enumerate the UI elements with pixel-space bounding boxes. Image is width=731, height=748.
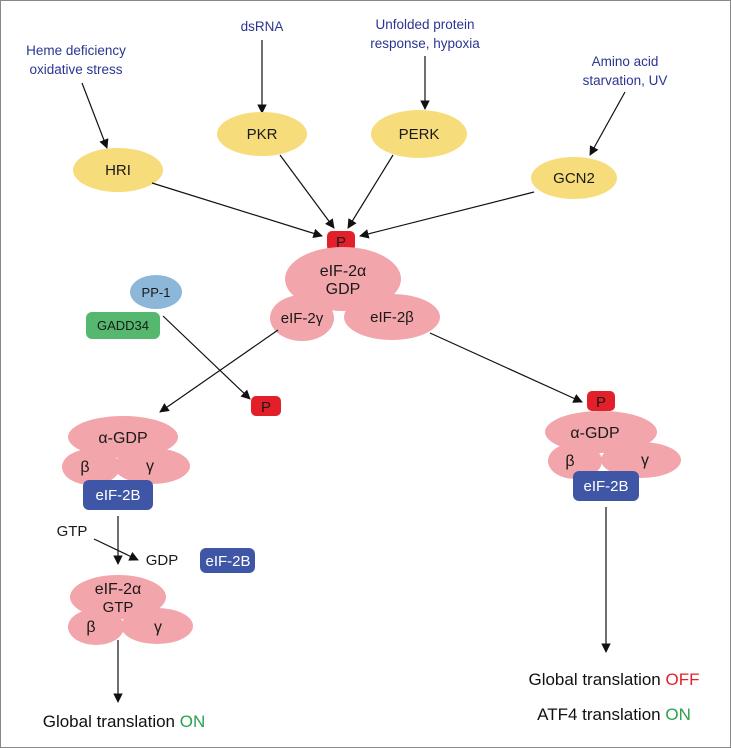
arrow-stimulus-to-gcn2 <box>589 91 626 156</box>
free-eif2b-label: eIF-2B <box>205 553 250 570</box>
phospho-central-label: P <box>336 234 346 251</box>
kinase-hri-label: HRI <box>105 162 131 179</box>
eif2-gdp-label: GDP <box>326 281 361 298</box>
arrow-gtp-to-gdp <box>93 538 139 561</box>
phospho-central <box>327 231 355 251</box>
right-outcome-atf4-state-on: ON <box>665 705 691 724</box>
left-alpha-gdp-subunit <box>68 416 178 458</box>
phospho-removed-label: P <box>261 399 271 416</box>
free-eif2b-box <box>200 548 255 573</box>
left-eif2b-box <box>83 480 153 510</box>
kinase-gcn2-label: GCN2 <box>553 170 595 187</box>
stimulus-perk-line1: Unfolded protein <box>375 17 474 32</box>
right-beta-label: β <box>565 453 574 470</box>
stimulus-gcn2-line2: starvation, UV <box>583 73 668 88</box>
left-outcome: Global translation ON <box>43 712 206 731</box>
pp1-blob <box>130 275 182 309</box>
left-beta-label: β <box>80 459 89 476</box>
active-gtp-label: GTP <box>103 599 134 616</box>
stimulus-perk-line2: response, hypoxia <box>370 36 480 51</box>
right-eif2b-box <box>573 471 639 501</box>
right-outcome-global-state-off: OFF <box>666 670 700 689</box>
gdp-released-label: GDP <box>146 552 179 569</box>
arrow-hri-to-p <box>151 182 323 239</box>
phospho-removed <box>251 396 281 416</box>
left-alpha-gdp-label: α-GDP <box>98 430 147 447</box>
eif2-beta-subunit <box>344 294 440 340</box>
arrow-to-right-branch <box>429 332 583 403</box>
right-outcome-global: Global translation OFF <box>528 670 699 689</box>
right-gamma-label: γ <box>641 452 649 469</box>
kinase-perk-label: PERK <box>399 126 440 143</box>
arrow-to-left-branch <box>159 329 279 413</box>
eif2-alpha-label: eIF-2α <box>320 263 367 280</box>
right-outcome-atf4: ATF4 translation ON <box>537 705 691 724</box>
arrow-pp1-to-p <box>162 315 251 400</box>
left-eif2b-label: eIF-2B <box>95 487 140 504</box>
arrow-stimulus-to-hri <box>81 82 109 149</box>
pp1-label: PP-1 <box>142 285 171 300</box>
kinase-hri <box>73 148 163 192</box>
active-beta-subunit <box>68 609 124 645</box>
active-beta-label: β <box>86 619 95 636</box>
kinase-pkr <box>217 112 307 156</box>
active-gamma-subunit <box>121 608 193 644</box>
eif2-gamma-subunit <box>270 295 334 341</box>
arrow-perk-to-p <box>347 154 394 229</box>
gadd34-label: GADD34 <box>97 318 149 333</box>
stimulus-hri-line1: Heme deficiency <box>26 43 126 58</box>
right-gamma-subunit <box>601 442 681 478</box>
right-alpha-gdp-label: α-GDP <box>570 425 619 442</box>
phospho-right <box>587 391 615 411</box>
left-outcome-state-on: ON <box>180 712 206 731</box>
eif2-beta-label: eIF-2β <box>370 309 414 326</box>
gtp-label: GTP <box>57 523 88 540</box>
stimulus-gcn2-line1: Amino acid <box>592 54 659 69</box>
kinase-perk <box>371 110 467 158</box>
right-beta-subunit <box>548 443 602 479</box>
gadd34-box <box>86 312 160 339</box>
left-outcome-prefix: Global translation <box>43 712 175 731</box>
stimulus-pkr: dsRNA <box>241 19 284 34</box>
eif2-gamma-label: eIF-2γ <box>281 310 324 327</box>
arrow-gcn2-to-p <box>359 191 535 239</box>
eif2-alpha-subunit <box>285 247 401 311</box>
kinase-pkr-label: PKR <box>247 126 278 143</box>
right-outcome-global-prefix: Global translation <box>528 670 660 689</box>
phospho-right-label: P <box>596 394 606 411</box>
stimulus-hri-line2: oxidative stress <box>29 62 122 77</box>
kinase-gcn2 <box>531 157 617 199</box>
active-alpha-label: eIF-2α <box>95 581 142 598</box>
left-gamma-subunit <box>114 448 190 484</box>
active-gamma-label: γ <box>154 619 162 636</box>
right-eif2b-label: eIF-2B <box>583 478 628 495</box>
right-alpha-gdp-subunit <box>545 411 657 453</box>
right-outcome-atf4-prefix: ATF4 translation <box>537 705 660 724</box>
active-alpha-gtp-subunit <box>70 575 166 619</box>
arrow-pkr-to-p <box>279 154 335 229</box>
left-beta-subunit <box>62 449 120 485</box>
left-gamma-label: γ <box>146 458 154 475</box>
